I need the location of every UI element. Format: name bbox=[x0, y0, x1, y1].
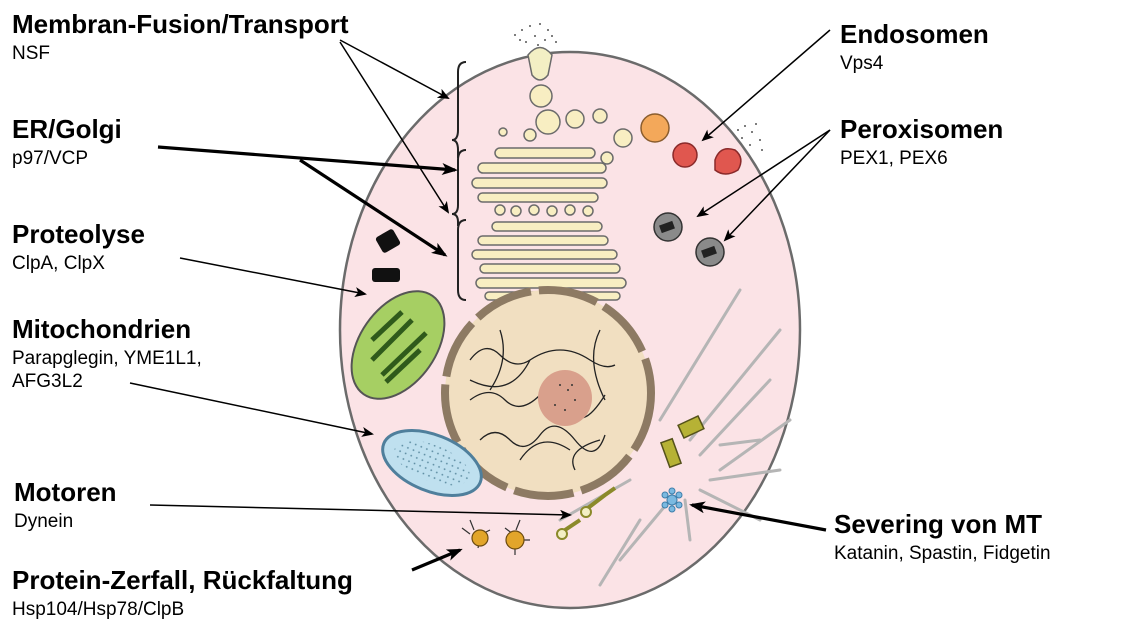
label-severing-sub: Katanin, Spastin, Fidgetin bbox=[834, 543, 1051, 564]
label-motoren-sub: Dynein bbox=[14, 511, 117, 532]
label-protein-zerfall: Protein-Zerfall, Rückfaltung Hsp104/Hsp7… bbox=[12, 566, 353, 620]
label-proteolyse-sub: ClpA, ClpX bbox=[12, 253, 145, 274]
label-endosomen: Endosomen Vps4 bbox=[840, 20, 989, 74]
label-er-golgi: ER/Golgi p97/VCP bbox=[12, 115, 122, 169]
label-mitochondrien-title: Mitochondrien bbox=[12, 315, 202, 344]
label-er-golgi-title: ER/Golgi bbox=[12, 115, 122, 144]
label-peroxisomen-title: Peroxisomen bbox=[840, 115, 1003, 144]
label-motoren-title: Motoren bbox=[14, 478, 117, 507]
label-protein-zerfall-title: Protein-Zerfall, Rückfaltung bbox=[12, 566, 353, 595]
label-endosomen-title: Endosomen bbox=[840, 20, 989, 49]
label-peroxisomen-sub: PEX1, PEX6 bbox=[840, 148, 1003, 169]
label-severing-title: Severing von MT bbox=[834, 510, 1051, 539]
label-membran-fusion-sub: NSF bbox=[12, 43, 349, 64]
label-membran-fusion: Membran-Fusion/Transport NSF bbox=[12, 10, 349, 64]
label-protein-zerfall-sub: Hsp104/Hsp78/ClpB bbox=[12, 599, 353, 620]
label-mitochondrien: Mitochondrien Parapglegin, YME1L1, AFG3L… bbox=[12, 315, 202, 393]
label-severing: Severing von MT Katanin, Spastin, Fidget… bbox=[834, 510, 1051, 564]
label-peroxisomen: Peroxisomen PEX1, PEX6 bbox=[840, 115, 1003, 169]
label-proteolyse: Proteolyse ClpA, ClpX bbox=[12, 220, 145, 274]
label-membran-fusion-title: Membran-Fusion/Transport bbox=[12, 10, 349, 39]
label-er-golgi-sub: p97/VCP bbox=[12, 148, 122, 169]
label-endosomen-sub: Vps4 bbox=[840, 53, 989, 74]
label-proteolyse-title: Proteolyse bbox=[12, 220, 145, 249]
label-mitochondrien-sub1: Parapglegin, YME1L1, bbox=[12, 348, 202, 369]
nucleolus bbox=[538, 370, 592, 426]
label-motoren: Motoren Dynein bbox=[14, 478, 117, 532]
label-mitochondrien-sub2: AFG3L2 bbox=[12, 371, 202, 392]
